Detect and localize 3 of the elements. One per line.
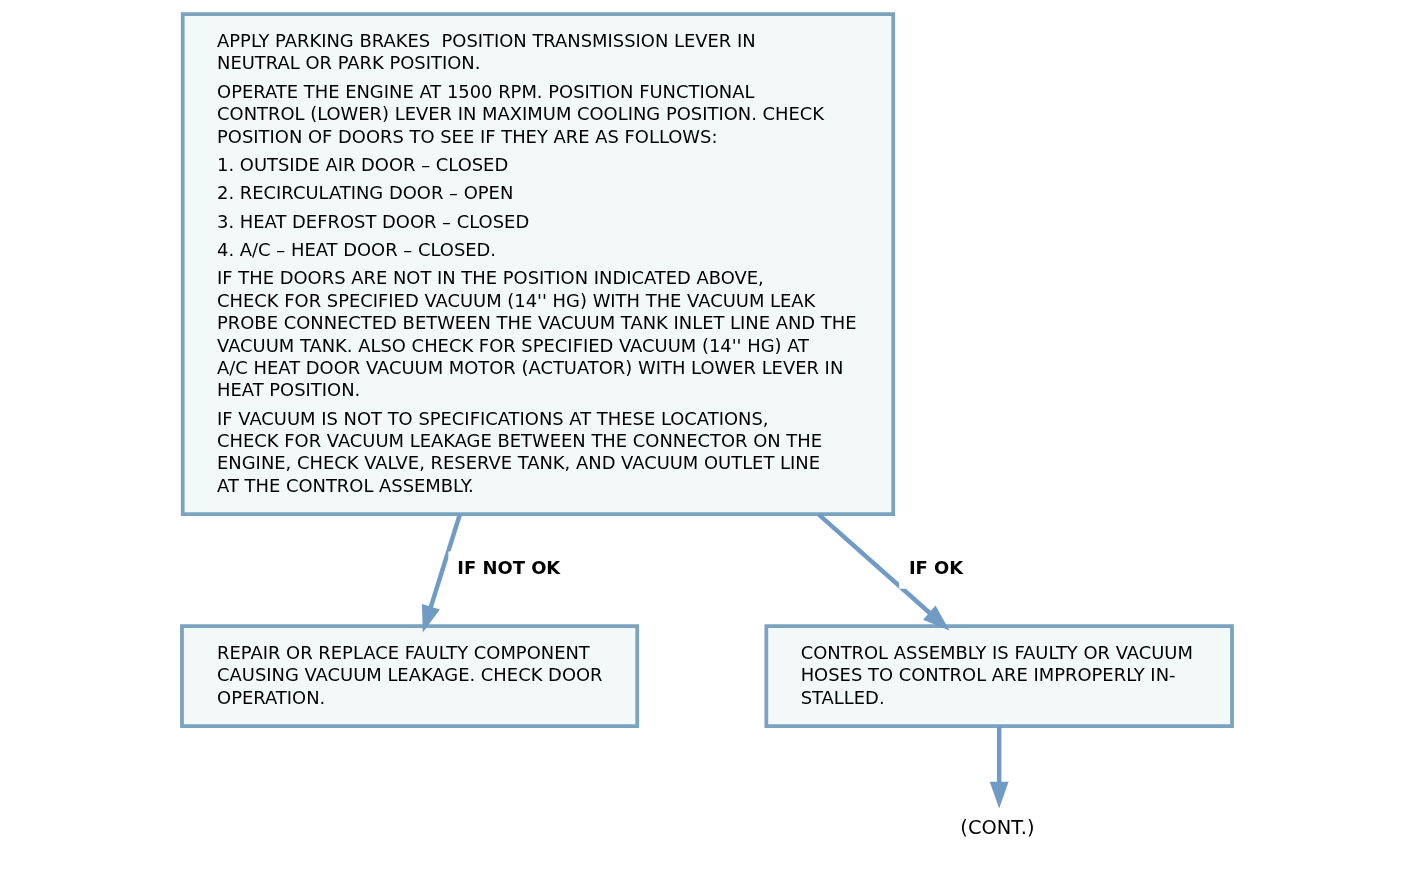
node-text: (CONT.)	[959, 816, 1035, 840]
edge-label: IF NOT OK	[456, 556, 560, 578]
edge-label: IF OK	[908, 556, 963, 578]
